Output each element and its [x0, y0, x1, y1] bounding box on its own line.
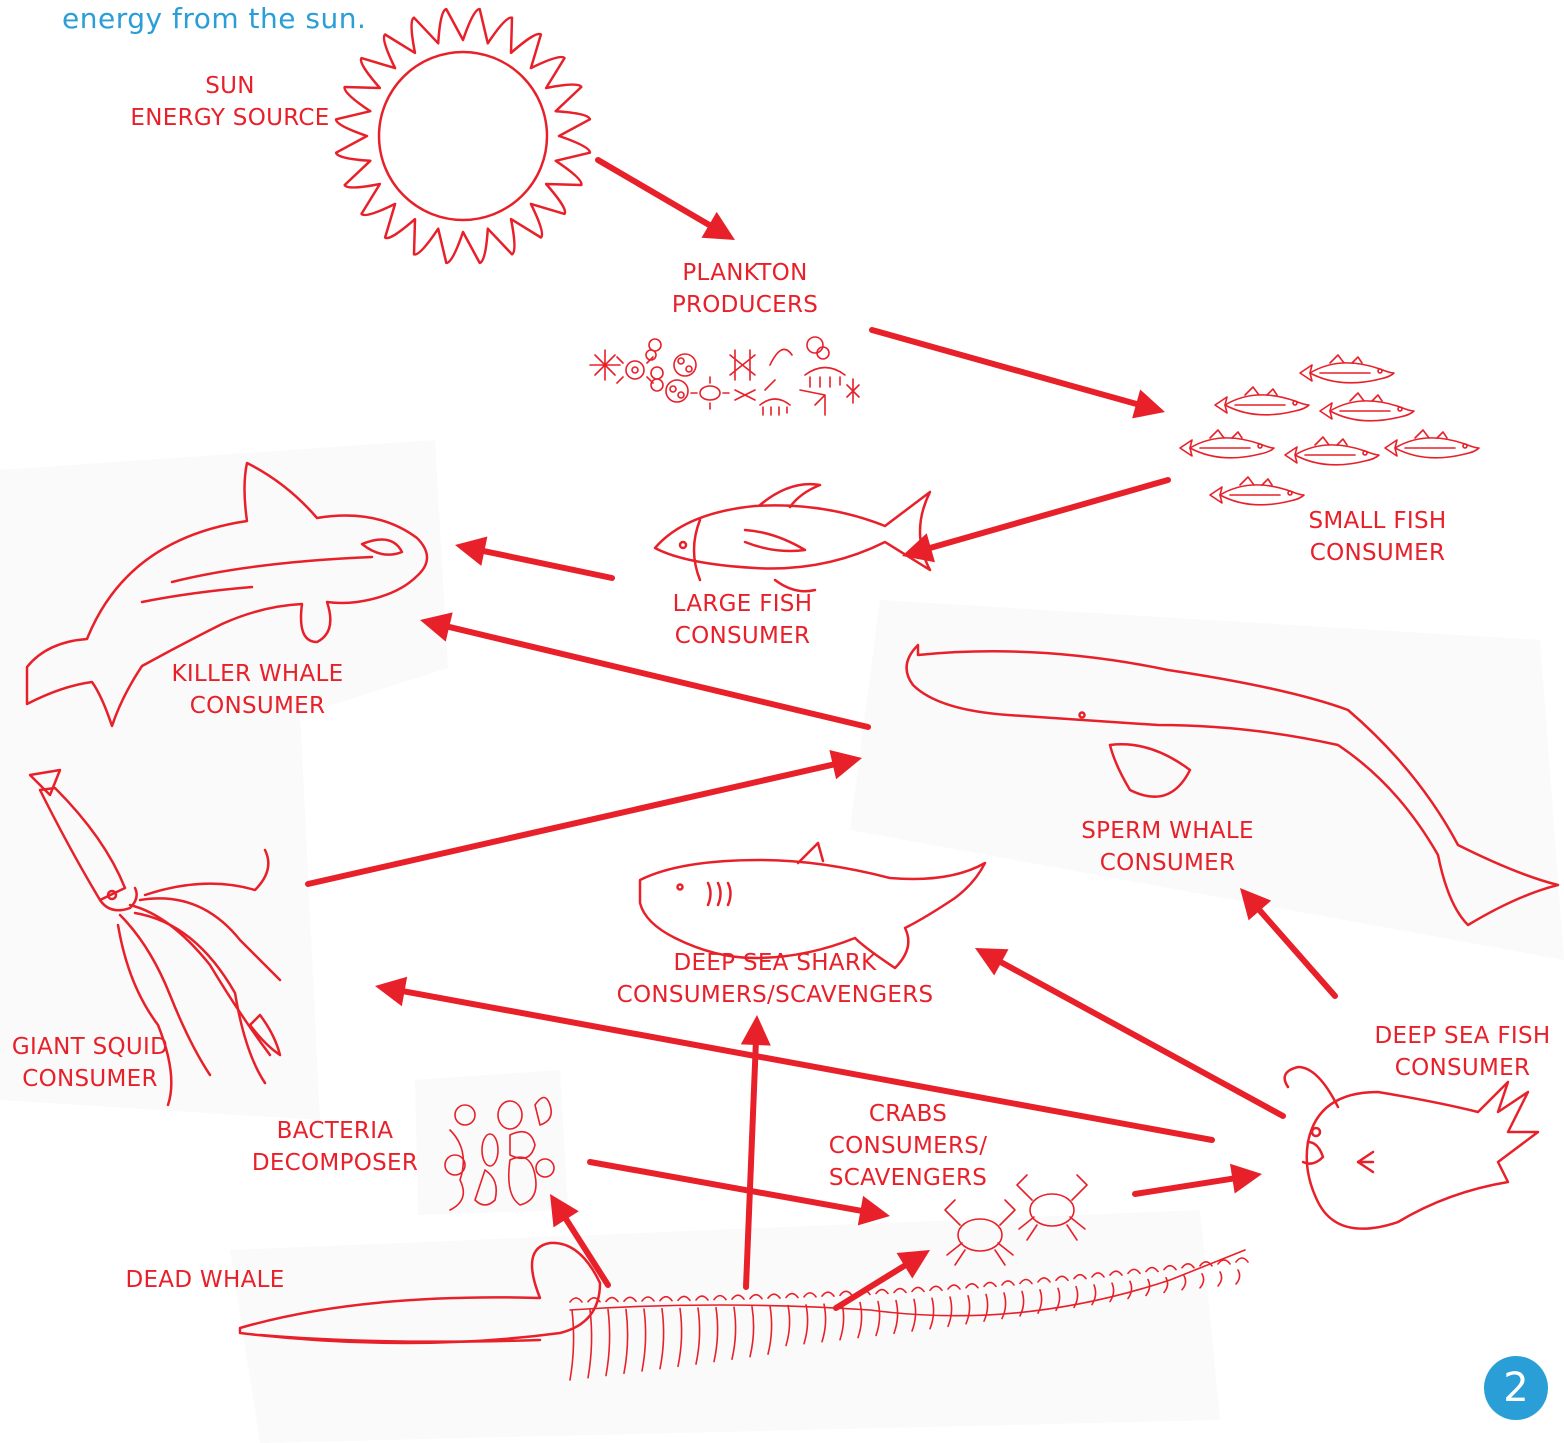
arrowhead — [741, 1015, 771, 1046]
plankton-icon — [590, 337, 859, 415]
sun-icon — [336, 9, 590, 263]
arrow-small-fish-to-large-fish — [931, 480, 1168, 548]
arrow-deep-sea-fish-to-sperm-whale — [1260, 911, 1335, 996]
arrow-crabs-to-deep-sea-fish — [1135, 1179, 1232, 1194]
arrowhead — [858, 1196, 890, 1226]
skeleton-vertebra — [1236, 1258, 1248, 1284]
arrow-giant-squid-to-sperm-whale — [308, 765, 833, 884]
arrow-sun-to-plankton — [598, 160, 709, 225]
tuna-icon — [655, 484, 930, 591]
page-number-badge: 2 — [1484, 1356, 1548, 1420]
arrowhead — [455, 537, 487, 566]
arrow-large-fish-to-killer-whale — [484, 551, 612, 578]
skeleton-vertebra — [1218, 1260, 1230, 1286]
label-dead-whale: DEAD WHALE — [110, 1264, 300, 1296]
arrow-plankton-to-small-fish — [872, 330, 1136, 404]
arrowhead — [1230, 1164, 1262, 1194]
arrowhead — [1132, 390, 1165, 419]
intro-text: energy from the sun. — [62, 2, 366, 35]
anglerfish-icon — [1285, 1067, 1538, 1229]
arrowhead — [375, 977, 407, 1007]
arrowhead — [902, 533, 935, 562]
arrow-deep-sea-fish-to-deep-sea-shark — [1001, 962, 1283, 1116]
small-fish-school-icon — [1180, 355, 1479, 505]
arrowhead — [829, 750, 862, 779]
